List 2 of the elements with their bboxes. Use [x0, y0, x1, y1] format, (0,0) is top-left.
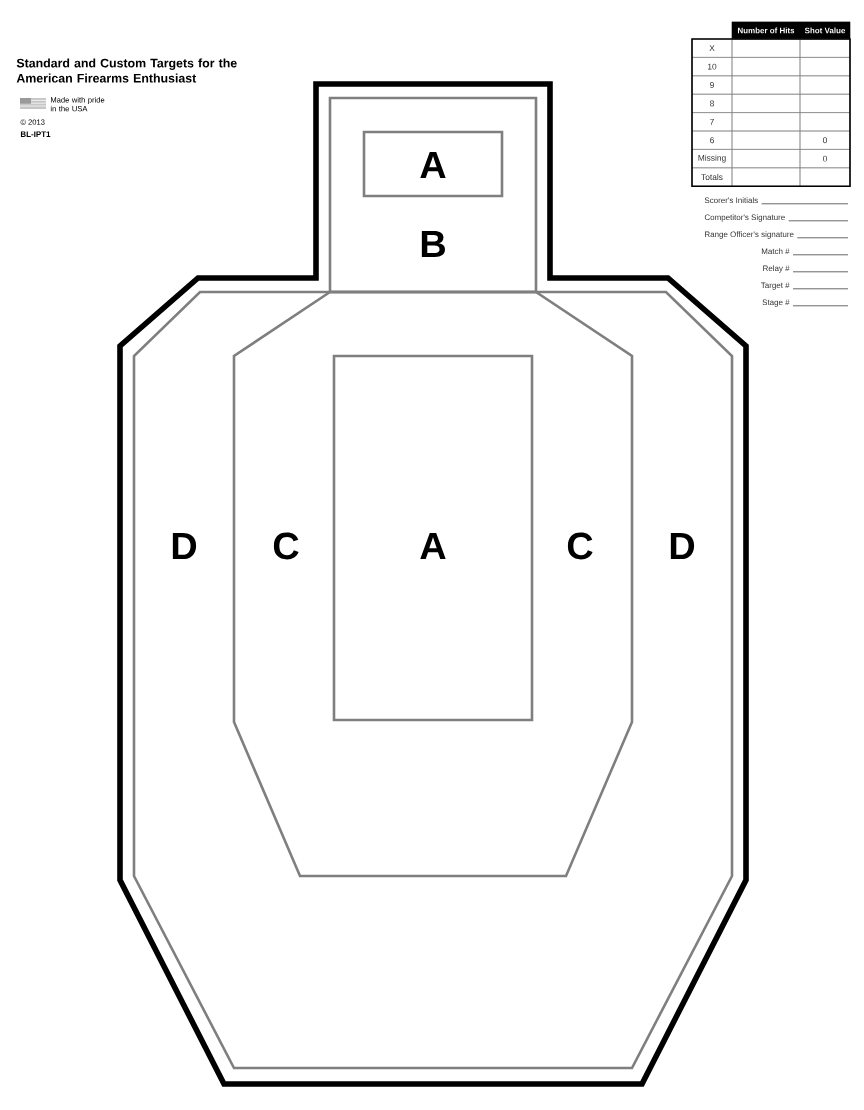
scoring-zone: A: [362, 130, 504, 198]
scoring-zone: A: [332, 354, 534, 722]
